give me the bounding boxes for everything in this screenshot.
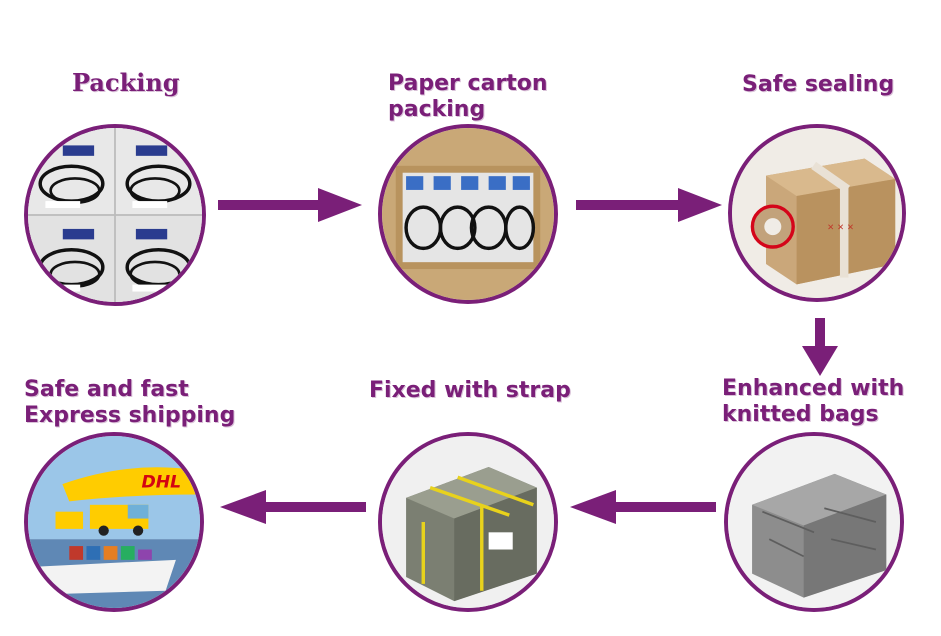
step-knitted-bags-label-line1: Enhanced with [722, 376, 905, 401]
step-shipping-image: DHL [24, 432, 204, 612]
step-strap-label: Fixed with strap [369, 378, 571, 403]
arrow-down [802, 318, 838, 376]
step-safe-sealing-image: ✕ ✕ ✕ [728, 124, 906, 302]
step-paper-carton-label: Paper carton packing [388, 71, 548, 123]
svg-text:DHL: DHL [142, 473, 182, 493]
arrow-left-2 [220, 490, 366, 524]
step-packing-image [24, 124, 206, 306]
step-packing-label: Packing [72, 68, 180, 97]
step-knitted-bags-label-line2: knitted bags [722, 402, 879, 427]
step-safe-sealing-label: Safe sealing [742, 72, 895, 97]
step-paper-carton-label-line1: Paper carton [388, 71, 548, 96]
arrow-left-1 [570, 490, 716, 524]
step-strap-image [378, 432, 558, 612]
arrow-right-1 [218, 188, 362, 222]
step-paper-carton-image [378, 124, 558, 304]
step-shipping-label: Safe and fast Express shipping [24, 377, 235, 429]
step-shipping-label-line2: Express shipping [24, 403, 236, 428]
arrow-right-2 [576, 188, 722, 222]
svg-text:✕ ✕ ✕: ✕ ✕ ✕ [827, 223, 854, 233]
step-knitted-bags-image [724, 432, 904, 612]
step-shipping-label-line1: Safe and fast [24, 377, 189, 402]
step-knitted-bags-label: Enhanced with knitted bags [722, 376, 904, 428]
step-paper-carton-label-line2: packing [388, 97, 486, 122]
